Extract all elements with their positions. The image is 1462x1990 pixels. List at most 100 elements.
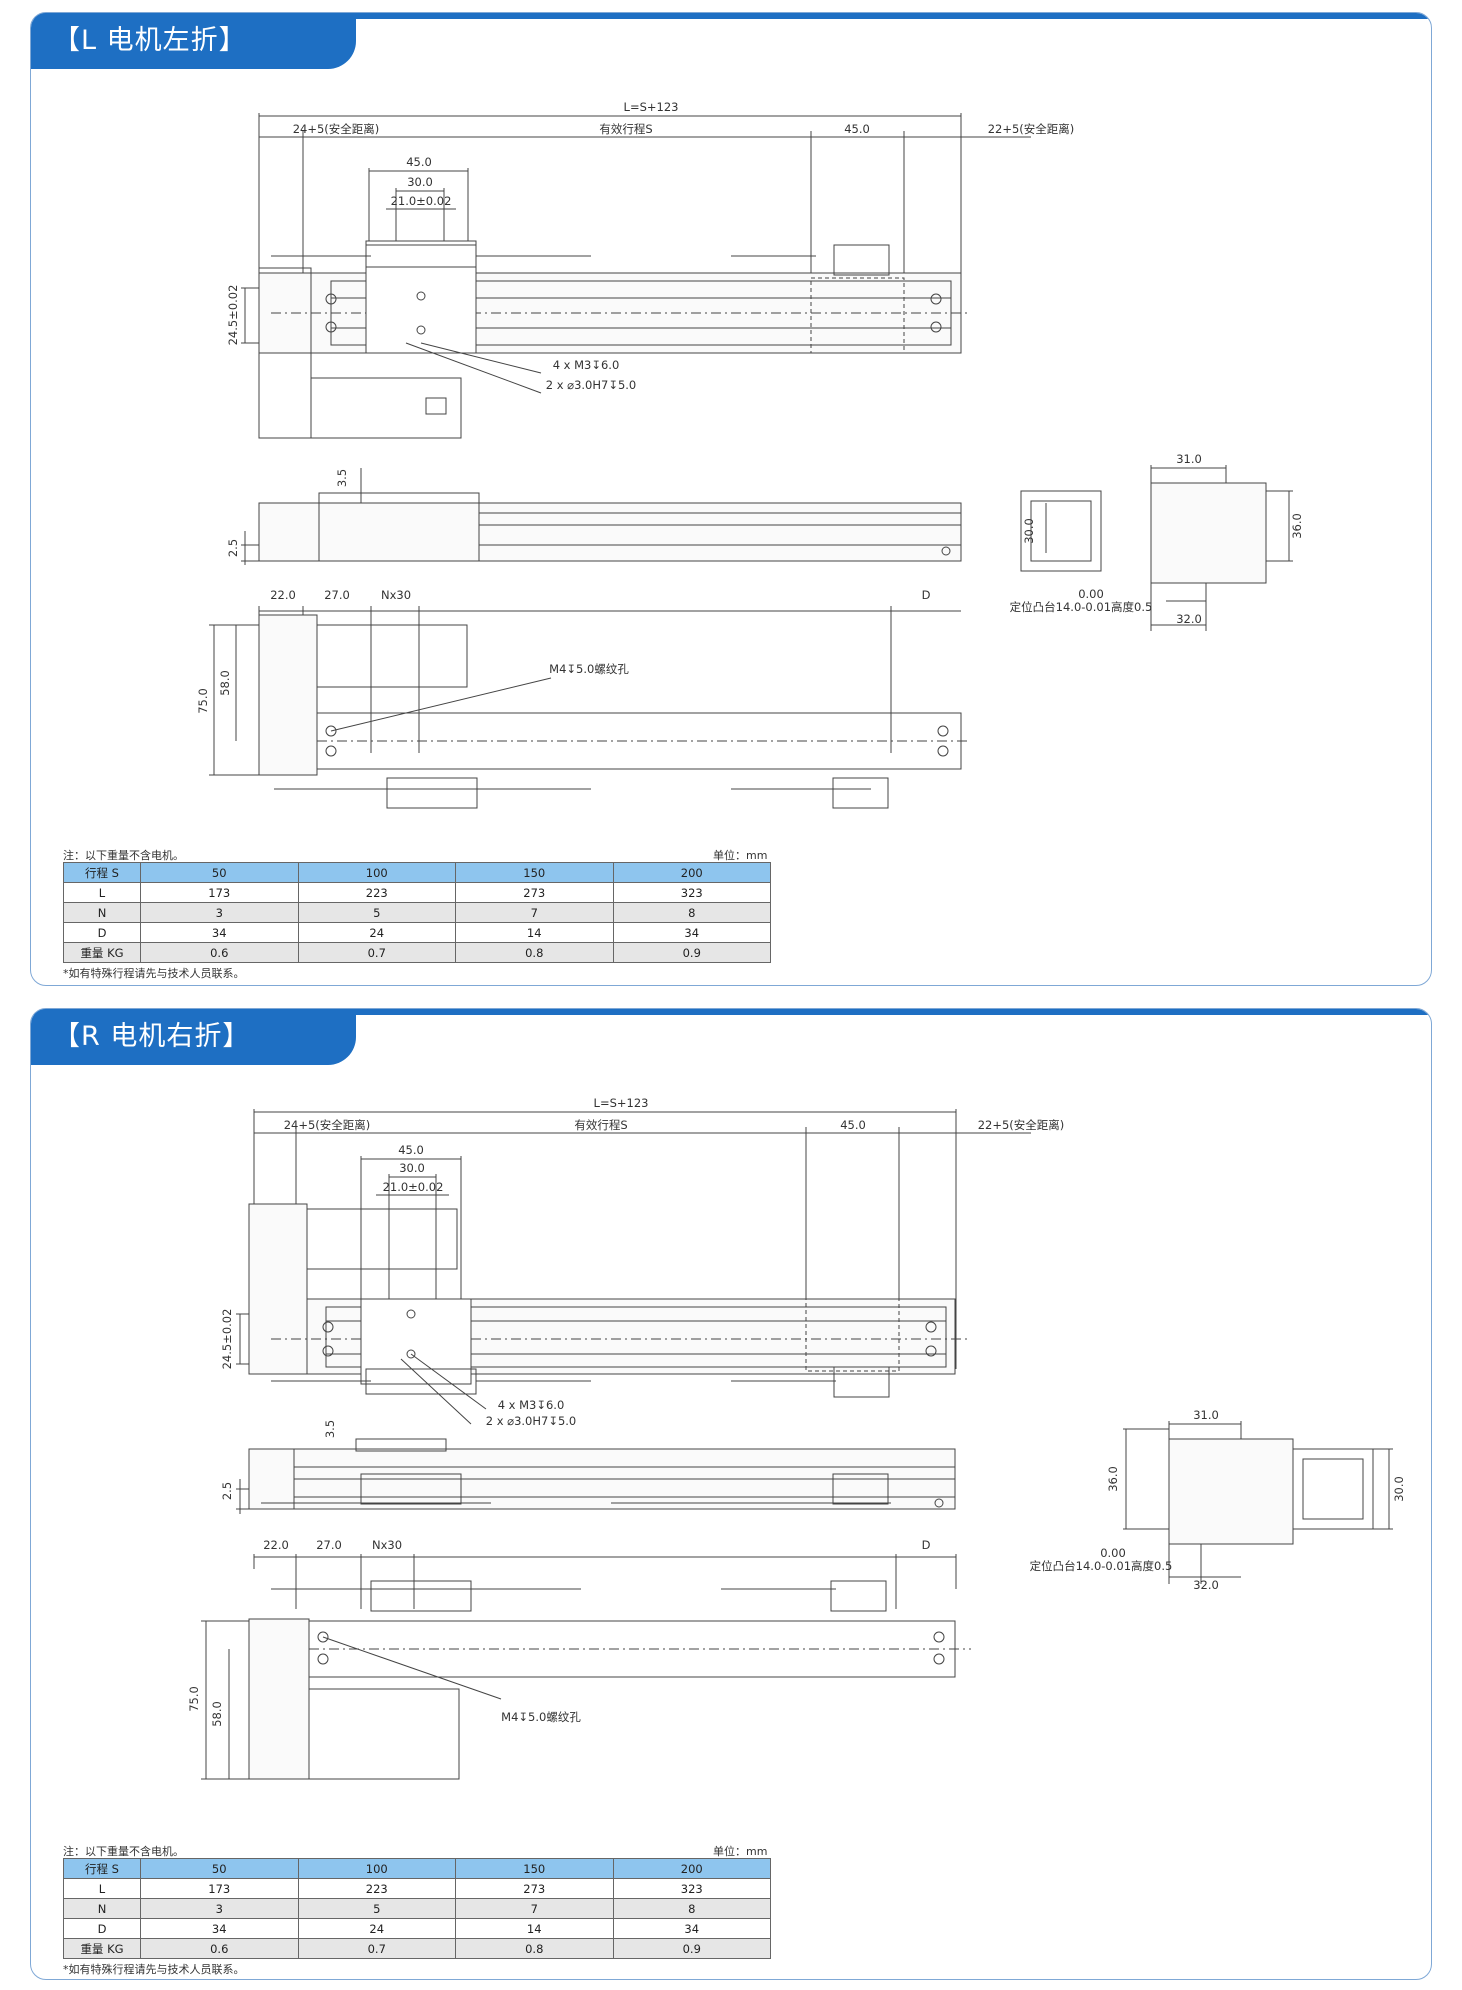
table-cell: 34 xyxy=(612,922,771,943)
table-cell: 0.6 xyxy=(140,942,299,963)
section-accent-bar xyxy=(31,1009,1431,1015)
table-cell: 8 xyxy=(612,1898,771,1919)
table-cell: 8 xyxy=(612,902,771,923)
end-boss-note: 定位凸台14.0-0.01高度0.5 xyxy=(1010,600,1153,614)
table-row: L 173 223 273 323 xyxy=(63,882,771,903)
note-tap-holes: M4↧5.0螺纹孔 xyxy=(501,1710,581,1724)
table-row: 重量 KG 0.6 0.7 0.8 0.9 xyxy=(63,1938,771,1959)
table-cell: 0.7 xyxy=(297,942,456,963)
note-screw: 4 x M3↧6.0 xyxy=(553,358,620,372)
end-dim-30: 30.0 xyxy=(1022,518,1036,544)
table-unit: 单位：mm xyxy=(713,849,768,862)
table-row: L 173 223 273 323 xyxy=(63,1878,771,1899)
dim-height-24-5: 24.5±0.02 xyxy=(220,1309,234,1370)
table-header-cell: 200 xyxy=(612,862,771,883)
table-cell: 173 xyxy=(140,1878,299,1899)
table-header-cell: 150 xyxy=(455,862,614,883)
dim-75: 75.0 xyxy=(196,688,210,714)
table-cell: N xyxy=(63,902,141,923)
table-cell: 223 xyxy=(297,882,456,903)
table-header-cell: 150 xyxy=(455,1858,614,1879)
table-cell: 0.8 xyxy=(455,1938,614,1959)
table-cell: D xyxy=(63,922,141,943)
dim-nx30: Nx30 xyxy=(372,1538,402,1552)
table-cell: D xyxy=(63,1918,141,1939)
table-cell: 24 xyxy=(297,1918,456,1939)
table-cell: 14 xyxy=(455,922,614,943)
table-cell: 323 xyxy=(612,882,771,903)
end-boss-note: 定位凸台14.0-0.01高度0.5 xyxy=(1030,1559,1173,1573)
table-note: 注：以下重量不含电机。 xyxy=(63,1845,184,1858)
end-dim-000: 0.00 xyxy=(1100,1546,1126,1560)
end-dim-32: 32.0 xyxy=(1193,1578,1219,1592)
spec-table: 行程 S 50 100 150 200 L 173 223 273 323 N … xyxy=(63,862,771,963)
table-header-row: 行程 S 50 100 150 200 xyxy=(63,1858,771,1879)
table-header-cell: 200 xyxy=(612,1858,771,1879)
table-cell: 7 xyxy=(455,902,614,923)
section-l-drawing: L=S+123 24+5(安全距离) 有效行程S 45.0 22+5(安全距离)… xyxy=(196,100,1304,809)
table-header-cell: 行程 S xyxy=(63,862,141,883)
table-cell: N xyxy=(63,1898,141,1919)
table-cell: 24 xyxy=(297,922,456,943)
table-header-cell: 行程 S xyxy=(63,1858,141,1879)
dim-3-5: 3.5 xyxy=(335,469,349,487)
end-dim-36: 36.0 xyxy=(1106,1466,1120,1492)
note-pin: 2 x ⌀3.0H7↧5.0 xyxy=(546,378,637,392)
dim-22: 22.0 xyxy=(263,1538,289,1552)
section-l-panel: 【L 电机左折】 xyxy=(30,12,1432,986)
dim-D: D xyxy=(922,1538,931,1552)
dim-58: 58.0 xyxy=(218,670,232,696)
dim-27: 27.0 xyxy=(316,1538,342,1552)
dim-slider-45: 45.0 xyxy=(398,1143,424,1157)
table-cell: 7 xyxy=(455,1898,614,1919)
table-cell: 重量 KG xyxy=(63,1938,141,1959)
table-row: N 3 5 7 8 xyxy=(63,1898,771,1919)
section-accent-bar xyxy=(31,13,1431,19)
table-cell: 273 xyxy=(455,1878,614,1899)
table-cell: 223 xyxy=(297,1878,456,1899)
dim-slider-30: 30.0 xyxy=(399,1161,425,1175)
table-cell: 5 xyxy=(297,902,456,923)
table-header-cell: 50 xyxy=(140,1858,299,1879)
dim-right-block: 45.0 xyxy=(840,1118,866,1132)
table-row: 重量 KG 0.6 0.7 0.8 0.9 xyxy=(63,942,771,963)
dim-overall-length: L=S+123 xyxy=(594,1096,649,1110)
table-cell: 3 xyxy=(140,1898,299,1919)
table-cell: 3 xyxy=(140,902,299,923)
note-screw: 4 x M3↧6.0 xyxy=(498,1398,565,1412)
table-row: D 34 24 14 34 xyxy=(63,1918,771,1939)
table-header-cell: 50 xyxy=(140,862,299,883)
table-cell: 0.6 xyxy=(140,1938,299,1959)
dim-left-safety: 24+5(安全距离) xyxy=(284,1118,371,1132)
table-cell: 173 xyxy=(140,882,299,903)
section-title: 【R 电机右折】 xyxy=(31,1009,356,1065)
dim-nx30: Nx30 xyxy=(381,588,411,602)
table-cell: 34 xyxy=(140,922,299,943)
table-cell: 0.9 xyxy=(612,1938,771,1959)
note-pin: 2 x ⌀3.0H7↧5.0 xyxy=(486,1414,577,1428)
table-note: 注：以下重量不含电机。 xyxy=(63,849,184,862)
dim-right-safety: 22+5(安全距离) xyxy=(978,1118,1065,1132)
table-cell: 5 xyxy=(297,1898,456,1919)
end-dim-31: 31.0 xyxy=(1193,1408,1219,1422)
table-cell: 0.9 xyxy=(612,942,771,963)
end-dim-31: 31.0 xyxy=(1176,452,1202,466)
footnote: *如有特殊行程请先与技术人员联系。 xyxy=(63,967,245,980)
dim-D: D xyxy=(922,588,931,602)
dim-right-safety: 22+5(安全距离) xyxy=(988,122,1075,136)
section-r-panel: 【R 电机右折】 xyxy=(30,1008,1432,1980)
dim-2-5: 2.5 xyxy=(226,539,240,557)
table-cell: L xyxy=(63,1878,141,1899)
table-cell: 14 xyxy=(455,1918,614,1939)
table-row: N 3 5 7 8 xyxy=(63,902,771,923)
table-cell: 273 xyxy=(455,882,614,903)
dim-3-5: 3.5 xyxy=(323,1420,337,1438)
dim-slider-45: 45.0 xyxy=(406,155,432,169)
table-cell: 323 xyxy=(612,1878,771,1899)
dim-left-safety: 24+5(安全距离) xyxy=(293,122,380,136)
table-cell: 34 xyxy=(140,1918,299,1939)
dim-right-block: 45.0 xyxy=(844,122,870,136)
footnote: *如有特殊行程请先与技术人员联系。 xyxy=(63,1963,245,1976)
dim-slider-21: 21.0±0.02 xyxy=(391,194,452,208)
table-unit: 单位：mm xyxy=(713,1845,768,1858)
